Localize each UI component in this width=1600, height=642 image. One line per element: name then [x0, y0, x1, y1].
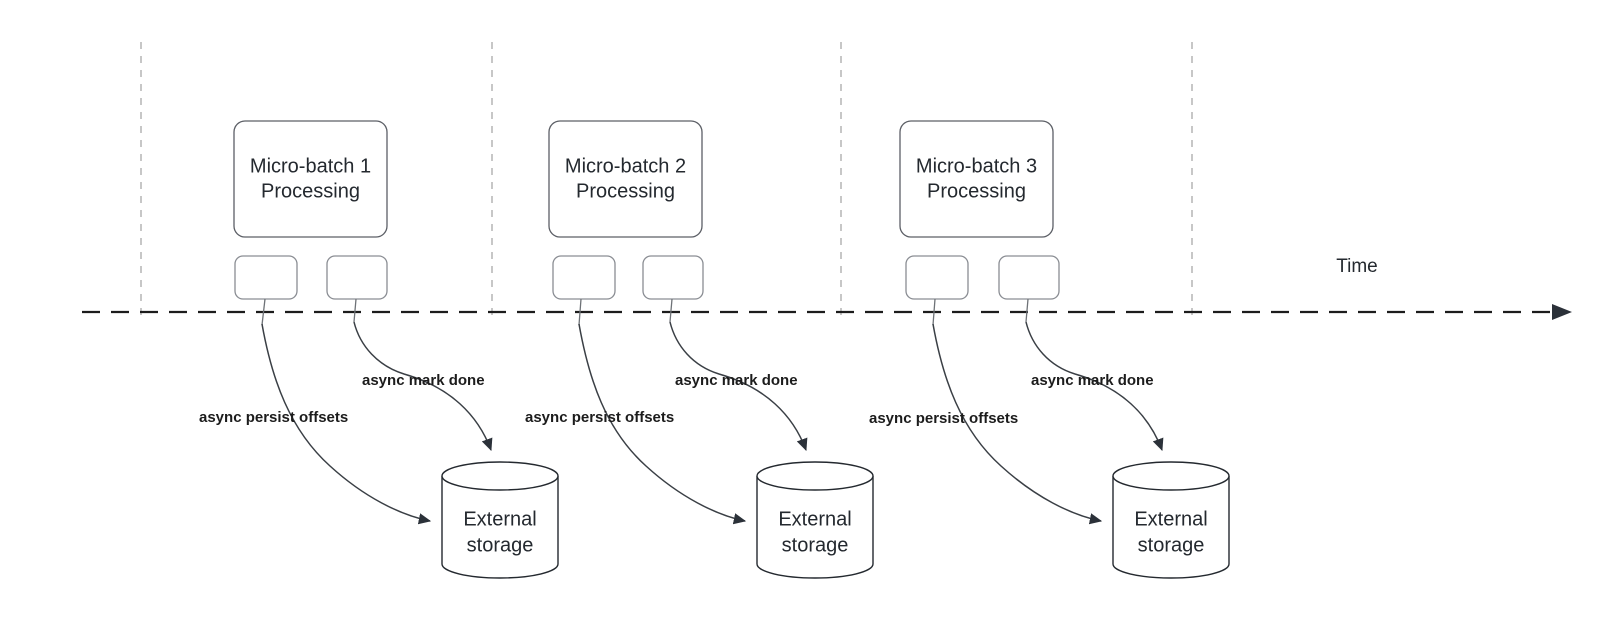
- mark-done-label-3: async mark done: [1031, 372, 1154, 389]
- external-storage-3[interactable]: External storage: [1112, 461, 1230, 579]
- microbatch-box-3-line1: Micro-batch 3: [916, 155, 1037, 177]
- external-storage-2-top: [756, 461, 874, 491]
- external-storage-2[interactable]: External storage: [756, 461, 874, 579]
- task-box-3a-stub: [932, 298, 936, 326]
- microbatch-box-1[interactable]: [233, 120, 388, 238]
- task-box-1b-stub: [353, 298, 357, 323]
- group-2: Micro-batch 2 Processing External storag…: [525, 120, 874, 579]
- persist-offsets-label-3: async persist offsets: [869, 410, 1018, 427]
- external-storage-1-top: [441, 461, 559, 491]
- persist-offsets-label-1: async persist offsets: [199, 409, 348, 426]
- external-storage-1-line1: External: [463, 508, 536, 530]
- group-1: Micro-batch 1 Processing External storag…: [199, 120, 559, 579]
- time-axis: Time: [82, 256, 1572, 320]
- timeline-arrowhead: [1552, 304, 1572, 320]
- task-box-3b-stub: [1025, 298, 1029, 323]
- external-storage-3-body: [1112, 476, 1230, 579]
- external-storage-1-body: [441, 476, 559, 579]
- task-box-2a-stub: [578, 298, 582, 326]
- persist-offsets-arrow-3: [932, 323, 1103, 525]
- microbatch-box-3-line2: Processing: [927, 180, 1026, 202]
- external-storage-2-line1: External: [778, 508, 851, 530]
- microbatch-box-1-line1: Micro-batch 1: [250, 155, 371, 177]
- task-box-2b[interactable]: [642, 255, 704, 300]
- mark-done-arrow-2: [669, 321, 808, 452]
- task-box-1b[interactable]: [326, 255, 388, 300]
- persist-offsets-arrow-2: [578, 323, 747, 525]
- persist-offsets-arrow-1: [261, 323, 432, 525]
- task-box-1a-stub: [261, 298, 266, 326]
- task-box-3a[interactable]: [905, 255, 969, 300]
- microbatch-box-2[interactable]: [548, 120, 703, 238]
- mark-done-label-2: async mark done: [675, 372, 798, 389]
- task-box-3b[interactable]: [998, 255, 1060, 300]
- microbatch-box-2-line2: Processing: [576, 180, 675, 202]
- group-3: Micro-batch 3 Processing External storag…: [869, 120, 1230, 579]
- external-storage-3-top: [1112, 461, 1230, 491]
- microbatch-box-2-line1: Micro-batch 2: [565, 155, 686, 177]
- persist-offsets-label-2: async persist offsets: [525, 409, 674, 426]
- microbatch-box-3[interactable]: [899, 120, 1054, 238]
- microbatch-box-1-line2: Processing: [261, 180, 360, 202]
- mark-done-arrow-3: [1025, 321, 1164, 452]
- task-box-1a[interactable]: [234, 255, 298, 300]
- task-box-2b-stub: [669, 298, 673, 323]
- divider-group: [140, 42, 1193, 318]
- mark-done-arrow-1: [353, 321, 493, 452]
- external-storage-1[interactable]: External storage: [441, 461, 559, 579]
- external-storage-2-line2: storage: [782, 534, 849, 556]
- external-storage-3-line2: storage: [1138, 534, 1205, 556]
- time-axis-label: Time: [1336, 256, 1378, 277]
- external-storage-2-body: [756, 476, 874, 579]
- external-storage-3-line1: External: [1134, 508, 1207, 530]
- external-storage-1-line2: storage: [467, 534, 534, 556]
- mark-done-label-1: async mark done: [362, 372, 485, 389]
- task-box-2a[interactable]: [552, 255, 616, 300]
